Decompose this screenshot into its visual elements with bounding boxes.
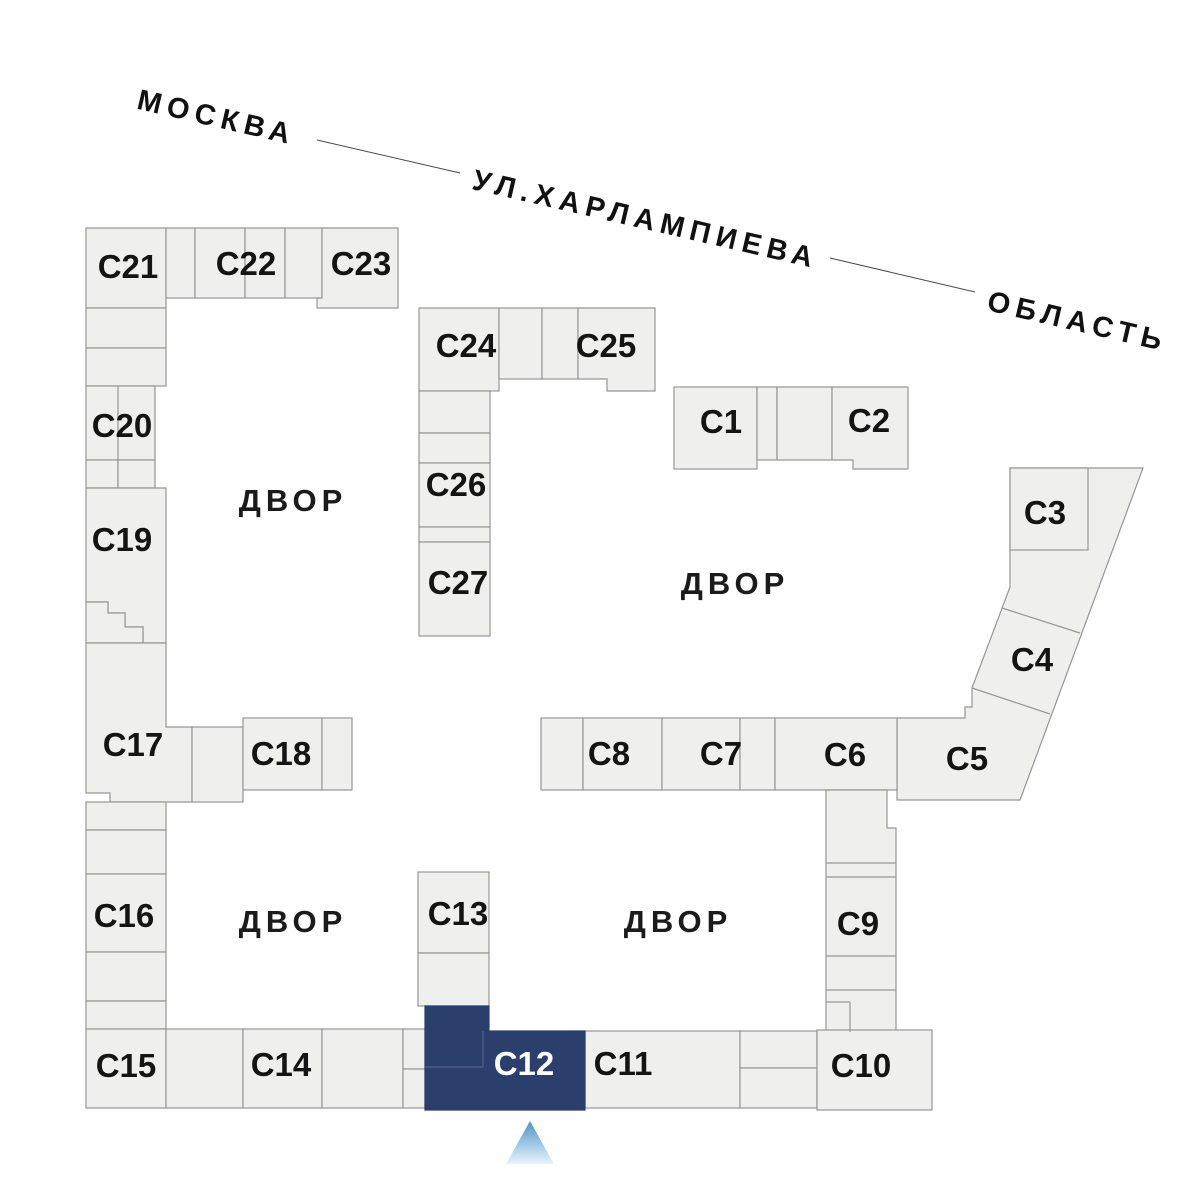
block-cell[interactable] bbox=[756, 386, 778, 461]
block-cell[interactable] bbox=[85, 951, 167, 1002]
street-region-label: ОБЛАСТЬ bbox=[984, 286, 1171, 359]
block-С27[interactable] bbox=[418, 541, 491, 637]
block-С21[interactable] bbox=[85, 227, 167, 309]
selected-marker-layer bbox=[506, 1121, 554, 1164]
block-cell[interactable] bbox=[85, 459, 119, 489]
block-cell[interactable] bbox=[418, 432, 491, 464]
courtyard-label: ДВОР bbox=[239, 483, 348, 518]
courtyard-label: ДВОР bbox=[239, 904, 348, 939]
block-С10[interactable] bbox=[816, 1029, 933, 1111]
block-cell[interactable] bbox=[776, 386, 833, 461]
street-city-label: МОСКВА bbox=[134, 84, 299, 152]
block-cell[interactable] bbox=[739, 717, 776, 791]
block-С26[interactable] bbox=[418, 462, 491, 528]
block-С15[interactable] bbox=[85, 1028, 167, 1109]
courtyard-label: ДВОР bbox=[624, 904, 733, 939]
selected-block-marker-icon bbox=[506, 1121, 554, 1164]
block-cell[interactable] bbox=[284, 227, 323, 299]
block-С7[interactable] bbox=[661, 717, 741, 791]
block-cell[interactable] bbox=[541, 307, 579, 380]
block-cell[interactable] bbox=[418, 390, 491, 434]
block-cell[interactable] bbox=[85, 1000, 167, 1030]
block-С18[interactable] bbox=[242, 717, 323, 791]
block-cell[interactable] bbox=[85, 347, 167, 387]
block-cell[interactable] bbox=[85, 307, 167, 349]
divider-line bbox=[1001, 607, 1081, 634]
block-cell[interactable] bbox=[165, 1028, 244, 1109]
block-С23[interactable] bbox=[316, 227, 399, 309]
block-cell[interactable] bbox=[165, 227, 196, 299]
block-С9[interactable] bbox=[825, 789, 897, 1033]
street-name-label: УЛ.ХАРЛАМПИЕВА bbox=[469, 165, 821, 276]
block-С20[interactable] bbox=[85, 385, 156, 461]
block-cell[interactable] bbox=[739, 1067, 818, 1109]
block-С12[interactable] bbox=[424, 1005, 586, 1111]
block-cell[interactable] bbox=[191, 726, 244, 803]
block-cell[interactable] bbox=[321, 1028, 404, 1109]
street-line bbox=[316, 139, 461, 174]
block-cell[interactable] bbox=[739, 1030, 818, 1069]
block-cell[interactable] bbox=[418, 526, 491, 543]
divider-lines-layer bbox=[117, 386, 1081, 1068]
block-С3[interactable] bbox=[1009, 467, 1089, 551]
block-С22[interactable] bbox=[194, 227, 246, 299]
block-С17[interactable] bbox=[85, 642, 193, 803]
block-С2[interactable] bbox=[831, 386, 909, 470]
block-С1[interactable] bbox=[673, 386, 758, 470]
block-cell[interactable] bbox=[498, 307, 543, 380]
block-cell[interactable] bbox=[321, 717, 353, 791]
courtyard-label: ДВОР bbox=[681, 566, 790, 601]
block-С24[interactable] bbox=[418, 307, 500, 392]
block-С14[interactable] bbox=[242, 1028, 323, 1109]
block-С13[interactable] bbox=[417, 871, 490, 954]
block-cell[interactable] bbox=[417, 952, 490, 1007]
block-С25[interactable] bbox=[577, 307, 656, 392]
block-cell[interactable] bbox=[540, 717, 584, 791]
divider-line bbox=[971, 687, 1051, 715]
block-cell[interactable] bbox=[85, 801, 167, 831]
block-cell[interactable] bbox=[402, 1068, 426, 1109]
block-cell[interactable] bbox=[896, 467, 1144, 801]
block-С8[interactable] bbox=[582, 717, 663, 791]
block-cell[interactable] bbox=[244, 227, 286, 299]
block-cell[interactable] bbox=[85, 829, 167, 875]
block-С6[interactable] bbox=[774, 717, 898, 791]
street-line bbox=[829, 257, 976, 293]
block-cell[interactable] bbox=[117, 459, 156, 489]
building-blocks-layer bbox=[85, 227, 1144, 1111]
block-С16[interactable] bbox=[85, 873, 167, 953]
block-cell[interactable] bbox=[402, 1028, 426, 1070]
block-С11[interactable] bbox=[584, 1030, 741, 1109]
